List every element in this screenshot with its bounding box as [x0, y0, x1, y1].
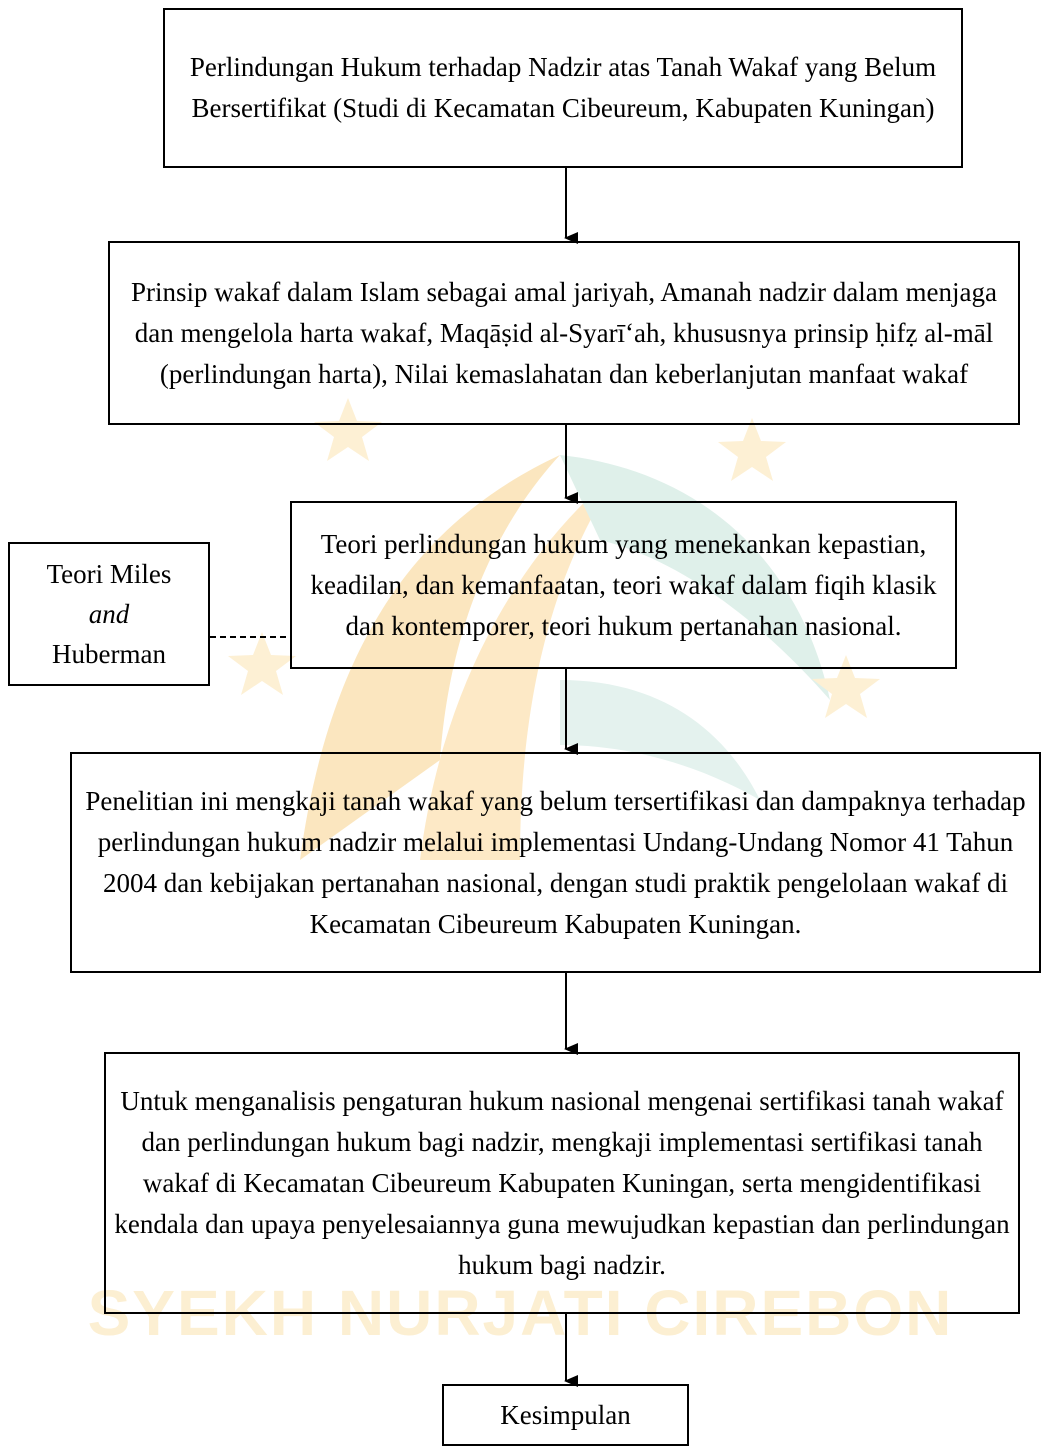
- side-box-line1: Teori Miles: [46, 559, 172, 589]
- flow-box-research-text: Penelitian ini mengkaji tanah wakaf yang…: [85, 785, 1026, 939]
- flow-box-principles-text: Prinsip wakaf dalam Islam sebagai amal j…: [131, 276, 997, 389]
- side-box-line2: and: [88, 599, 130, 629]
- flow-box-principles: Prinsip wakaf dalam Islam sebagai amal j…: [108, 241, 1020, 425]
- flow-box-objectives-text: Untuk menganalisis pengaturan hukum nasi…: [114, 1085, 1010, 1280]
- side-box-line3: Huberman: [52, 639, 166, 669]
- flow-box-theory-text: Teori perlindungan hukum yang menekankan…: [310, 528, 937, 641]
- flow-box-objectives: Untuk menganalisis pengaturan hukum nasi…: [104, 1052, 1020, 1314]
- flow-box-conclusion-text: Kesimpulan: [500, 1400, 631, 1430]
- flow-box-research: Penelitian ini mengkaji tanah wakaf yang…: [70, 752, 1041, 973]
- flow-box-title-text: Perlindungan Hukum terhadap Nadzir atas …: [189, 52, 937, 123]
- flow-box-conclusion: Kesimpulan: [442, 1384, 689, 1446]
- flow-box-title: Perlindungan Hukum terhadap Nadzir atas …: [163, 8, 963, 168]
- flow-box-side-theory: Teori Miles and Huberman: [8, 542, 210, 686]
- flow-box-theory: Teori perlindungan hukum yang menekankan…: [290, 501, 957, 669]
